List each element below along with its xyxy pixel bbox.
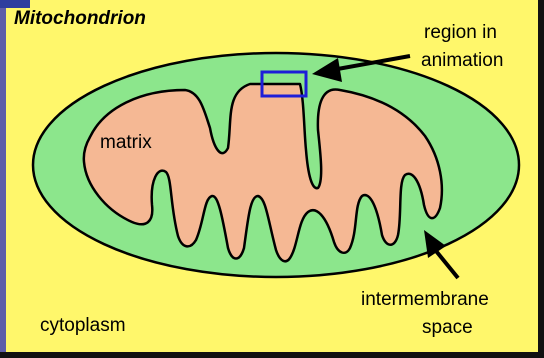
label-matrix: matrix	[100, 132, 152, 153]
label-region-line1: region in	[424, 22, 497, 43]
label-region-line2: animation	[421, 50, 503, 71]
label-cytoplasm: cytoplasm	[40, 315, 126, 336]
frame-bottom-edge	[0, 352, 544, 358]
frame-right-edge	[538, 0, 544, 358]
frame-left-edge	[0, 0, 6, 358]
frame-top-left-corner	[0, 0, 30, 8]
label-intermembrane-line1: intermembrane	[361, 289, 489, 310]
diagram-title: Mitochondrion	[14, 8, 146, 29]
label-intermembrane-line2: space	[422, 317, 473, 338]
